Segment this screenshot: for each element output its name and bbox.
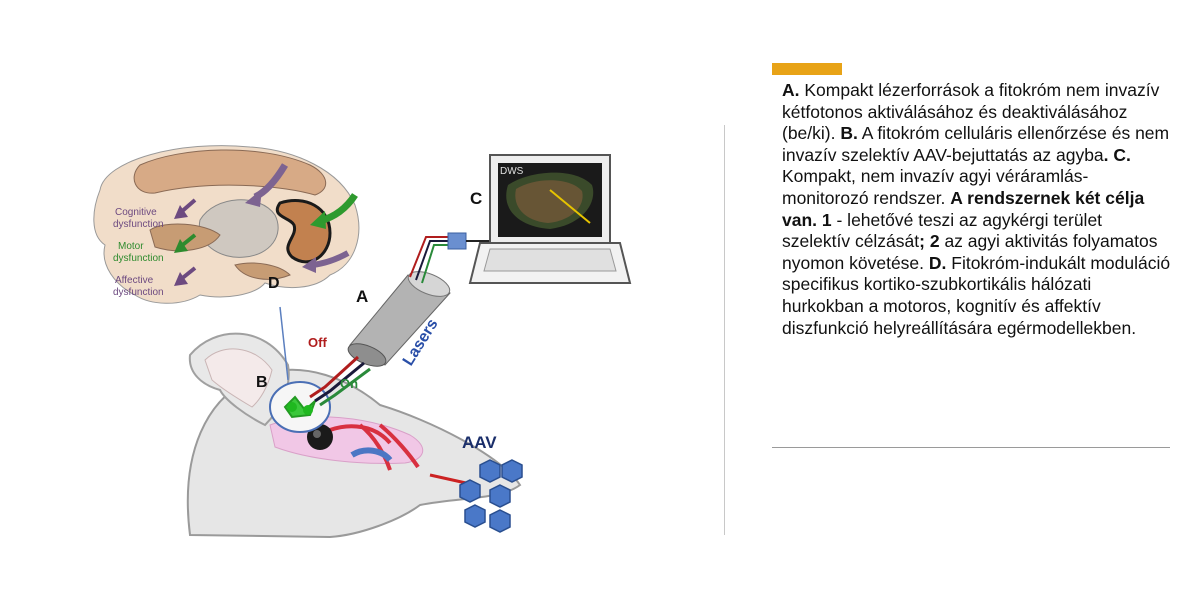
caption-goal-text: A rendszernek két célja van. 1 bbox=[782, 187, 1145, 230]
caption-b-text: A fitokróm celluláris ellenőrzése és nem… bbox=[782, 123, 1170, 165]
caption-text: A. Kompakt lézerforrások a fitokróm nem … bbox=[782, 80, 1172, 339]
caption-two-label: ; 2 bbox=[919, 231, 940, 252]
caption-c-label: . C. bbox=[1103, 144, 1131, 165]
dws-label: DWS bbox=[500, 166, 524, 177]
caption-d-label: D. bbox=[928, 252, 947, 273]
aav-particles bbox=[459, 459, 523, 533]
brain-section bbox=[93, 145, 360, 304]
caption-two-text: az agyi aktivitás folyamatos nyomon köve… bbox=[782, 231, 1158, 273]
on-beam bbox=[319, 367, 371, 407]
caption-c-text: Kompakt, nem invazív agyi véráramlás-mon… bbox=[782, 166, 1089, 208]
vertical-divider bbox=[724, 125, 725, 535]
connector-box bbox=[447, 232, 467, 250]
on-label: On bbox=[340, 376, 358, 391]
caption-d-text: Fitokróm-indukált moduláció specifikus k… bbox=[782, 252, 1171, 338]
accent-bar bbox=[772, 63, 842, 75]
caption-one-text: - lehetővé teszi az agykérgi terület sze… bbox=[782, 209, 1103, 252]
laser-unit bbox=[347, 271, 451, 367]
off-beam bbox=[309, 355, 360, 399]
laptop bbox=[468, 154, 632, 284]
caption-a-text: Kompakt lézerforrások a fitokróm nem inv… bbox=[782, 80, 1160, 144]
label-a: A bbox=[356, 287, 368, 306]
caption-divider bbox=[772, 447, 1170, 448]
caption-a-label: A. bbox=[782, 80, 800, 100]
aav-label: AAV bbox=[462, 433, 497, 452]
label-d: D bbox=[268, 275, 280, 292]
label-c: C bbox=[470, 189, 482, 208]
caption-b-label: B. bbox=[840, 123, 858, 144]
off-label: Off bbox=[308, 335, 327, 350]
label-b: B bbox=[256, 374, 268, 391]
